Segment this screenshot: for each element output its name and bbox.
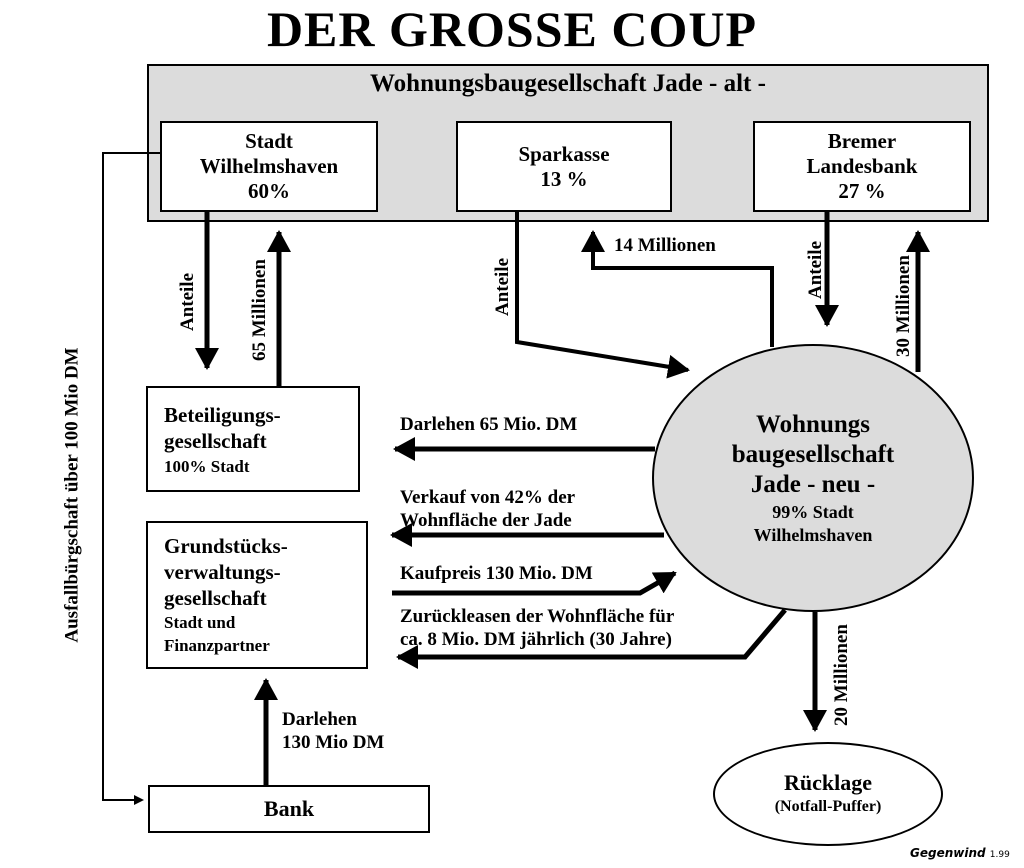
shareholder-bremer-line2: Landesbank [806, 154, 918, 178]
label-darlehen-bank-2: 130 Mio DM [282, 732, 385, 753]
label-anteile-sparkasse-wrap: Anteile [483, 257, 523, 317]
label-anteile-sparkasse: Anteile [492, 257, 514, 317]
shareholder-sparkasse-line1: Sparkasse [518, 141, 610, 166]
label-verkauf-2: Wohnfläche der Jade [400, 510, 572, 531]
ruecklage-ellipse: Rücklage (Notfall-Puffer) [713, 742, 943, 846]
bank-label: Bank [263, 796, 315, 821]
ruecklage-line1: Rücklage [784, 770, 872, 795]
arrow-zurueckleasen [396, 608, 787, 669]
label-anteile-stadt: Anteile [177, 272, 199, 332]
signature-issue: 1.99 [989, 850, 1010, 860]
shareholder-stadt-line1: Stadt [245, 129, 293, 153]
shareholder-bremer-share: 27 % [838, 179, 886, 203]
label-30-millionen: 30 Millionen [893, 255, 914, 357]
shareholder-bremer-landesbank: Bremer Landesbank 27 % [753, 121, 971, 212]
new-company-line2: baugesellschaft [731, 441, 895, 468]
shareholder-stadt: Stadt Wilhelmshaven 60% [160, 121, 378, 212]
grundstueck-line4: Stadt und [164, 613, 236, 632]
label-verkauf-1: Verkauf von 42% der [400, 487, 576, 508]
beteiligung-line1: Beteiligungs- [164, 403, 281, 427]
shareholder-sparkasse-share: 13 % [540, 166, 588, 191]
shareholder-stadt-line2: Wilhelmshaven [199, 154, 339, 178]
beteiligungsgesellschaft-box: Beteiligungs- gesellschaft 100% Stadt [146, 386, 360, 492]
shareholder-bremer-line1: Bremer [827, 129, 897, 153]
shareholder-sparkasse: Sparkasse 13 % [456, 121, 672, 212]
diagram-title: DER GROSSE COUP [266, 1, 758, 57]
label-ausfallbuergschaft: Ausfallbürgschaft über 100 Mio DM [62, 347, 83, 643]
signature-name: Gegenwind [910, 846, 986, 860]
new-company-line5: Wilhelmshaven [753, 525, 873, 545]
beteiligung-line2: gesellschaft [164, 429, 267, 453]
shareholder-stadt-share: 60% [248, 179, 290, 203]
grundstuecksverwaltung-box: Grundstücks- verwaltungs- gesellschaft S… [146, 521, 368, 669]
label-14-millionen: 14 Millionen [614, 235, 716, 256]
ruecklage-line2: (Notfall-Puffer) [774, 798, 882, 815]
label-leasen-1: Zurückleasen der Wohnfläche für [400, 606, 675, 627]
arrow-ausfallbuergschaft [102, 152, 160, 805]
label-anteile-stadt-wrap: Anteile [168, 272, 208, 332]
new-company-line4: 99% Stadt [772, 502, 854, 522]
grundstueck-line2: verwaltungs- [164, 560, 281, 584]
label-30-millionen-wrap: 30 Millionen [884, 240, 924, 372]
new-company-ellipse: Wohnungs baugesellschaft Jade - neu - 99… [652, 344, 974, 612]
label-anteile-bremer: Anteile [805, 240, 827, 300]
beteiligung-line3: 100% Stadt [164, 457, 250, 476]
arrow-14-millionen [581, 230, 774, 347]
label-ausfall-wrap: Ausfallbürgschaft über 100 Mio DM [50, 320, 96, 670]
label-20-millionen-wrap: 20 Millionen [822, 610, 862, 740]
label-65-millionen-wrap: 65 Millionen [240, 240, 280, 380]
grundstueck-line1: Grundstücks- [164, 534, 288, 558]
label-65-millionen: 65 Millionen [249, 259, 270, 361]
grundstueck-line3: gesellschaft [164, 586, 267, 610]
gegenwind-signature: Gegenwind 1.99 [910, 846, 1010, 860]
label-darlehen-bank-1: Darlehen [282, 709, 357, 730]
label-kaufpreis: Kaufpreis 130 Mio. DM [400, 563, 593, 584]
new-company-line1: Wohnungs [756, 411, 870, 438]
old-company-title: Wohnungsbaugesellschaft Jade - alt - [370, 70, 766, 97]
label-darlehen-65: Darlehen 65 Mio. DM [400, 414, 578, 435]
grundstueck-line5: Finanzpartner [164, 636, 270, 655]
label-leasen-2: ca. 8 Mio. DM jährlich (30 Jahre) [400, 629, 672, 650]
label-20-millionen: 20 Millionen [831, 624, 852, 726]
arrow-kaufpreis [392, 570, 677, 596]
label-anteile-bremer-wrap: Anteile [796, 240, 836, 300]
arrow-anteile-sparkasse [515, 212, 690, 379]
bank-box: Bank [148, 785, 430, 833]
new-company-line3: Jade - neu - [750, 471, 876, 498]
